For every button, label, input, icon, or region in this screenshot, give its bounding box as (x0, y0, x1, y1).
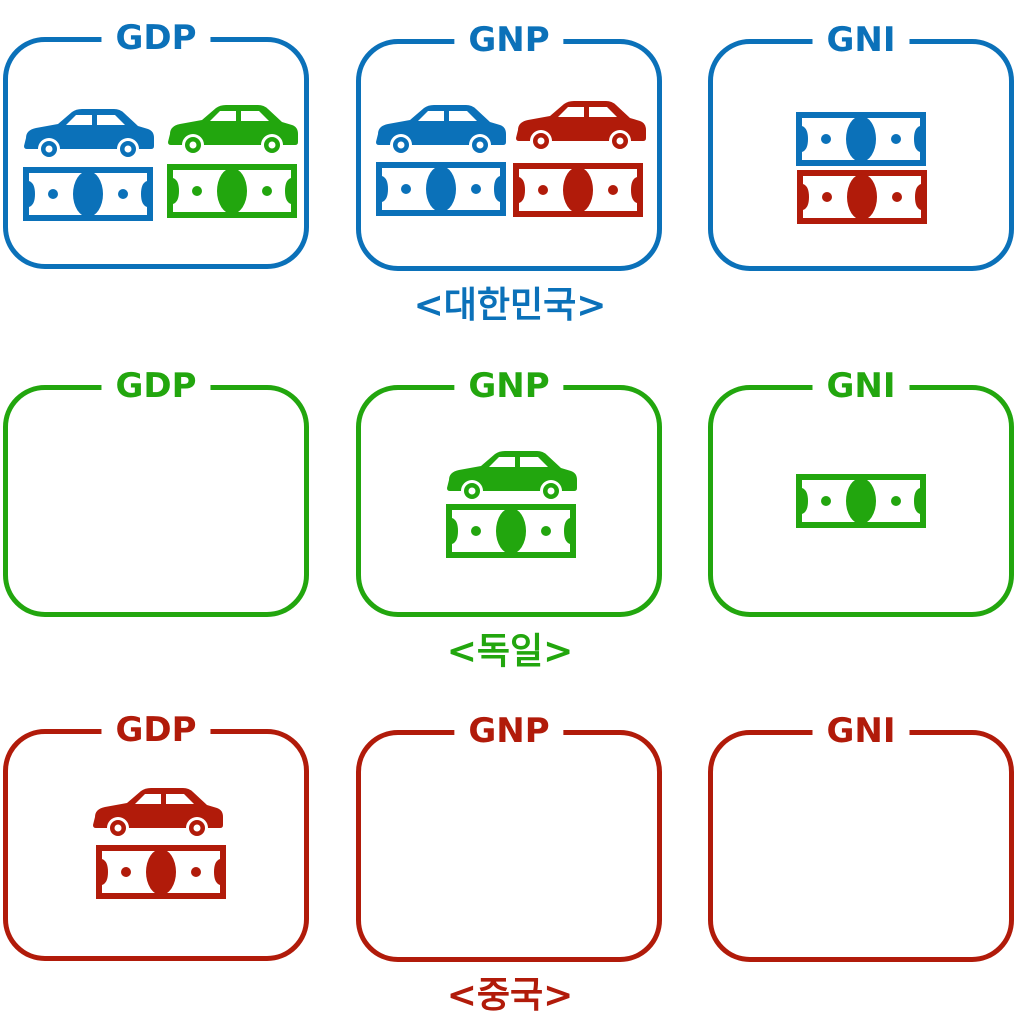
box-title: GNI (812, 711, 910, 751)
country-caption-korea: <대한민국> (413, 285, 607, 326)
china-gni-box: GNI (708, 711, 1014, 962)
china-gnp-box: GNP (356, 711, 662, 962)
money-icon (796, 112, 926, 166)
box-title: GDP (101, 366, 211, 406)
car-icon (376, 105, 506, 156)
money-icon (96, 845, 226, 899)
korea-gdp-box: GDP (3, 18, 309, 269)
germany-gnp-box: GNP (356, 366, 662, 617)
car-icon (24, 109, 154, 160)
money-icon (167, 164, 297, 218)
box-title: GNI (812, 366, 910, 406)
china-gdp-box: GDP (3, 710, 309, 961)
box-title: GNI (812, 20, 910, 60)
car-icon (447, 451, 577, 502)
germany-gni-box: GNI (708, 366, 1014, 617)
country-caption-germany: <독일> (446, 631, 574, 672)
korea-gnp-box: GNP (356, 20, 662, 271)
germany-gdp-box: GDP (3, 366, 309, 617)
box-title: GDP (101, 18, 211, 58)
car-icon (516, 101, 646, 152)
country-caption-china: <중국> (446, 975, 574, 1016)
money-icon (513, 163, 643, 217)
korea-gni-box: GNI (708, 20, 1014, 271)
box-title: GDP (101, 710, 211, 750)
box-title: GNP (454, 20, 564, 60)
box-title: GNP (454, 711, 564, 751)
money-icon (376, 162, 506, 216)
money-icon (797, 170, 927, 224)
car-icon (168, 105, 298, 156)
money-icon (23, 167, 153, 221)
box-title: GNP (454, 366, 564, 406)
car-icon (93, 788, 223, 839)
money-icon (446, 504, 576, 558)
money-icon (796, 474, 926, 528)
